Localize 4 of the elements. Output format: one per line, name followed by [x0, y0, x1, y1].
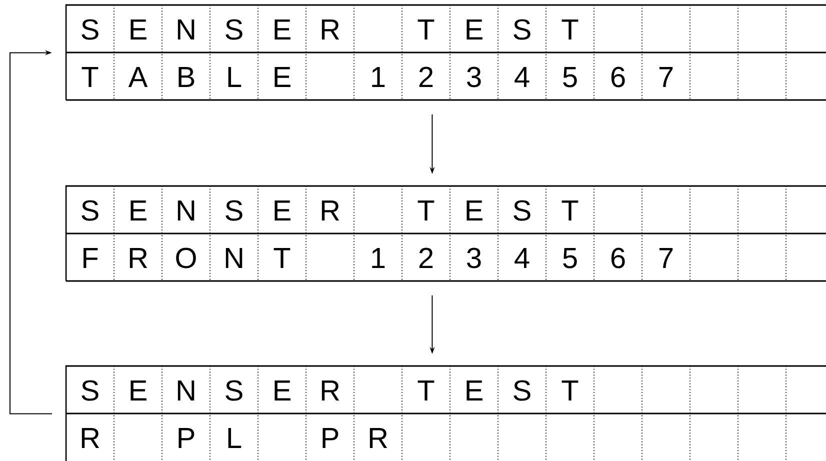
- arrow: [10, 50, 52, 414]
- lcd-display: S E N S E R T E S T T A B L E 1 2 3 4 5 6 7: [65, 4, 826, 101]
- lcd-display: S E N S E R T E S T F R O N T 1 2 3 4 5 6 7: [65, 185, 826, 282]
- lcd-display: S E N S E R T E S T R P L P R: [65, 365, 826, 461]
